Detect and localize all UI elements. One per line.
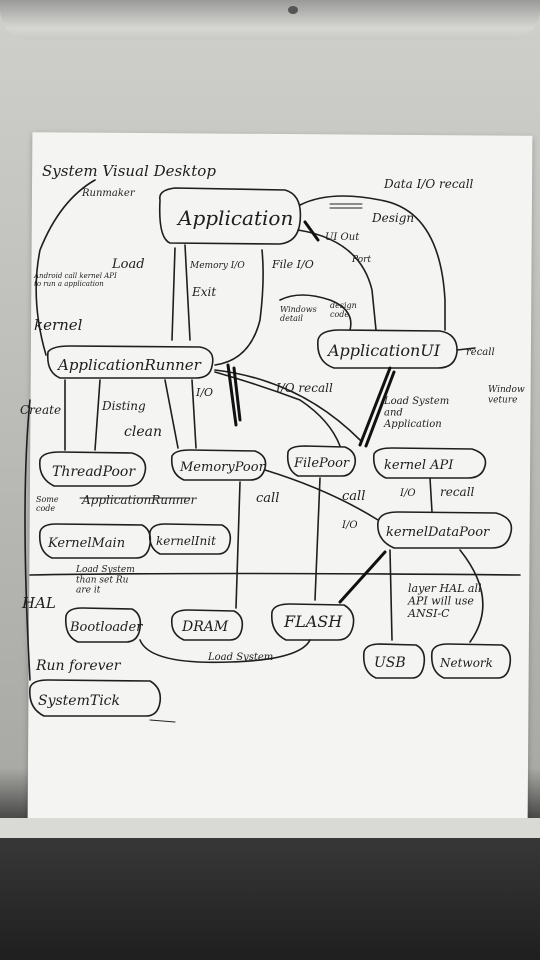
hatch-stroke-4 (364, 370, 396, 448)
label-call-right: call (342, 489, 365, 504)
node-application-box (158, 187, 302, 245)
label-ui-out: UI Out (325, 232, 360, 243)
edge-ui-recall (456, 347, 476, 351)
edge-bootloader-load-system (139, 639, 311, 664)
node-network-box (430, 643, 512, 679)
label-clean: clean (124, 424, 162, 440)
edge-kernel-down (24, 399, 31, 681)
node-application-runner: ApplicationRunner (56, 356, 202, 374)
label-io-runner: I/O (195, 386, 213, 399)
node-runner-box (46, 345, 214, 379)
label-port: Port (351, 255, 371, 265)
label-load: Load (111, 257, 145, 272)
edge-app-to-appui (299, 195, 446, 331)
systemtick-underline (149, 719, 176, 723)
edge-runner-io (191, 379, 197, 449)
label-disting: Disting (101, 399, 146, 413)
node-usb-box (362, 643, 426, 679)
edge-runner-memory (164, 379, 179, 449)
node-flash: FLASH (283, 612, 343, 631)
node-kernelmain-box (38, 523, 152, 559)
label-create: Create (20, 403, 61, 417)
edge-memory-to-dram (235, 481, 241, 609)
node-kernel-main: KernelMain (47, 536, 125, 551)
label-io-kernel: I/O (399, 488, 416, 499)
label-crossed-runner: ApplicationRunner (81, 493, 198, 507)
edge-hal-line (29, 572, 521, 576)
edge-kerneldata-to-network (459, 549, 484, 643)
node-usb: USB (374, 655, 406, 671)
node-application: Application (176, 206, 293, 230)
label-file-io: File I/O (271, 258, 314, 271)
node-kernel-api: kernel API (384, 458, 454, 473)
node-appui-box (317, 329, 458, 369)
node-file-pool: FilePoor (293, 456, 350, 471)
node-dram: DRAM (181, 619, 229, 635)
edge-desktop-to-runner (35, 179, 96, 356)
label-memory-io: Memory I/O (189, 261, 245, 271)
label-io-recall: I/O recall (275, 381, 333, 395)
label-exit: Exit (191, 285, 216, 299)
label-kernel: kernel (34, 316, 83, 334)
paper-edge (0, 818, 540, 838)
node-memory-pool: MemoryPoor (179, 460, 266, 475)
node-bootloader: Bootloader (69, 620, 143, 635)
label-recall-kernel: recall (440, 485, 475, 499)
label-load-system-bottom: Load System (207, 652, 273, 663)
label-data-io-recall: Data I/O recall (383, 177, 474, 191)
edge-windows-detail (279, 294, 352, 331)
hatch-stroke-2 (232, 366, 242, 422)
label-recall-ui: recall (466, 347, 495, 358)
label-io-datapool: I/O (341, 520, 358, 531)
node-filepool-box (286, 445, 357, 477)
edge-app-runner-memio (184, 244, 191, 341)
edge-runner-disting (94, 379, 101, 451)
node-systemtick-box (28, 679, 162, 717)
edge-runner-to-app-fileio (214, 249, 264, 366)
edge-filepool-to-flash (314, 477, 321, 601)
node-dram-box (170, 609, 244, 641)
node-bootloader-box (64, 607, 142, 643)
label-hal: HAL (21, 594, 56, 612)
edge-kerneldata-to-usb (389, 549, 393, 641)
node-kerneldatapool-box (377, 511, 513, 549)
hatch-stroke-6 (303, 220, 320, 242)
edge-memory-to-kerneldata (264, 469, 379, 521)
edge-kernelapi-recall (429, 477, 433, 513)
node-kernelinit-box (148, 523, 232, 555)
node-network: Network (439, 656, 493, 670)
node-kernel-data-pool: kernelDataPoor (386, 525, 490, 540)
node-application-ui: ApplicationUI (326, 341, 441, 360)
label-runmaker: Runmaker (81, 188, 136, 199)
node-thread-pool: ThreadPoor (52, 464, 136, 480)
edge-runner-to-filepool (214, 371, 341, 447)
edge-app-runner-exit (171, 247, 176, 341)
label-run-forever: Run forever (35, 658, 122, 674)
node-threadpool-box (38, 451, 147, 487)
label-system-visual-desktop: System Visual Desktop (42, 162, 216, 180)
node-kernel-init: kernelInit (156, 534, 216, 548)
label-design: Design (371, 211, 414, 225)
device-edge (0, 0, 540, 40)
label-call-left: call (256, 491, 279, 506)
hatch-stroke-1 (226, 363, 238, 427)
node-flash-box (270, 603, 355, 641)
hatch-stroke-5 (338, 550, 387, 604)
node-kernelapi-box (372, 447, 487, 479)
node-system-tick: SystemTick (38, 693, 120, 709)
device-dot (288, 6, 298, 14)
hatch-stroke-3 (358, 366, 392, 447)
node-memorypool-box (170, 449, 267, 481)
